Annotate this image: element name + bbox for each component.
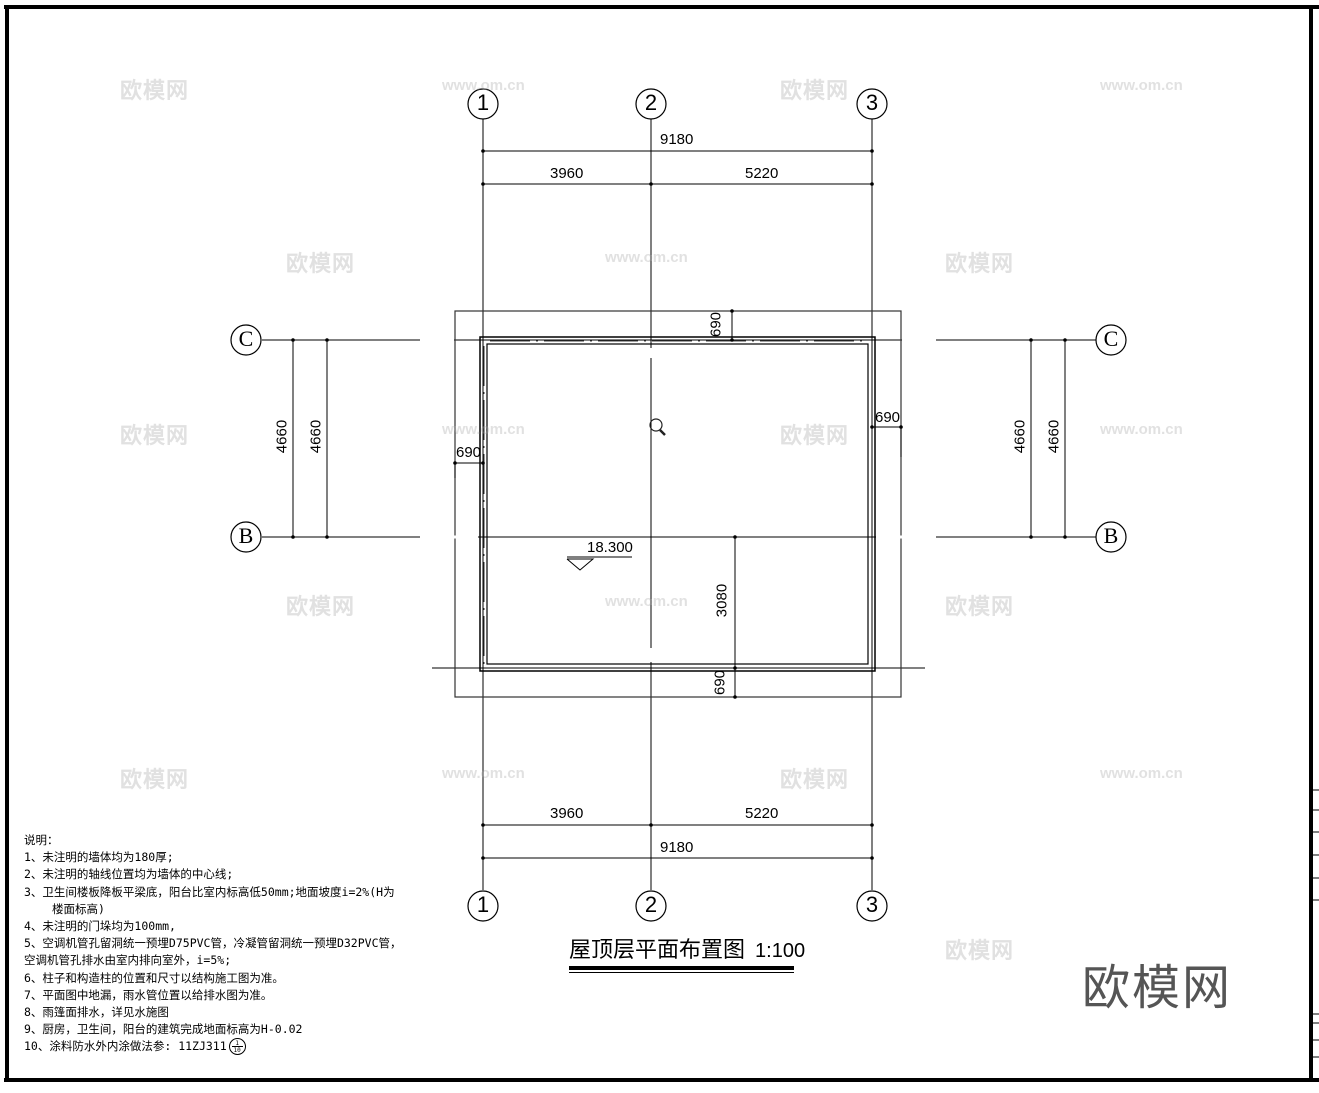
ref-bottom: 10 [233,1047,241,1055]
axis-label-3-top: 3 [865,90,879,115]
drawing-title: 屋顶层平面布置图 1:100 [569,932,805,964]
dim-right-outer: 4660 [1045,419,1063,454]
dim-top-span-1-2: 3960 [550,165,584,182]
dim-b-to-bottom-wall: 3080 [713,583,731,618]
title-underline-thick [569,966,794,970]
axis-bubbles-side [230,324,1127,553]
dim-left-outer: 4660 [273,419,291,454]
dimension-ticks [291,149,1067,860]
note-item: 2、未注明的轴线位置均为墙体的中心线; [24,867,234,882]
axis-label-3-bottom: 3 [865,892,879,917]
note-item: 空调机管孔排水由室内排向室外，i=5%; [24,953,232,968]
note-item: 6、柱子和构造柱的位置和尺寸以结构施工图为准。 [24,970,284,985]
note-item: 1、未注明的墙体均为180厚; [24,850,174,865]
general-notes: 说明： 1、未注明的墙体均为180厚; 2、未注明的轴线位置均为墙体的中心线; … [24,832,454,1056]
drawing-border [4,5,1319,1082]
note-item: 4、未注明的门垛均为100mm, [24,919,176,934]
axis-label-c-right: C [1103,326,1119,351]
parapet-inner [486,343,869,665]
axis-bubbles-top [467,88,888,120]
title-underline-thin [569,972,794,973]
axis-bubbles-bottom [467,890,888,922]
note-item: 3、卫生间楼板降板平梁底，阳台比室内标高低50mm;地面坡度i=2%(H为 [24,884,395,899]
dim-overhang-bottom: 690 [711,669,729,696]
dimension-lines [292,150,1066,859]
note-item-text: 10、涂料防水外内涂做法参: 11ZJ311 [24,1039,227,1054]
note-item: 7、平面图中地漏，雨水管位置以给排水图为准。 [24,987,273,1002]
dim-right-inner: 4660 [1011,419,1029,454]
note-item: 9、厨房，卫生间，阳台的建筑完成地面标高为H-0.02 [24,1022,303,1037]
wall-centerlines [483,340,873,669]
axis-label-1-top: 1 [476,90,490,115]
dim-overhang-right: 690 [875,409,901,426]
dim-top-span-2-3: 5220 [745,165,779,182]
dim-top-total: 9180 [660,131,694,148]
drawing-title-text: 屋顶层平面布置图 [569,938,746,963]
magnifier-icon [649,418,666,436]
parapet-outer [479,336,876,672]
elevation-symbol [566,556,632,571]
brand-logo: 欧模网 [1082,960,1233,1016]
axis-label-2-bottom: 2 [644,892,658,917]
drawing-scale: 1:100 [755,940,806,962]
dim-overhang-top: 690 [707,311,725,338]
elevation-value: 18.300 [587,539,633,556]
axis-label-b-left: B [238,523,254,548]
axis-label-b-right: B [1103,523,1119,548]
note-item: 8、雨篷面排水，详见水施图 [24,1005,169,1020]
dim-bottom-span-2-3: 5220 [745,805,779,822]
notes-heading: 说明： [24,833,59,847]
dim-bottom-span-1-2: 3960 [550,805,584,822]
note-item: 楼面标高) [52,901,105,916]
dim-overhang-left: 690 [456,444,482,461]
roof-overhang-outline [454,310,902,698]
axis-label-2-top: 2 [644,90,658,115]
axis-label-1-bottom: 1 [476,892,490,917]
dim-bottom-total: 9180 [660,839,694,856]
axis-lines [262,118,1096,890]
ref-top: 1 [235,1040,239,1048]
axis-label-c-left: C [238,326,254,351]
dim-left-inner: 4660 [307,419,325,454]
note-item: 5、空调机管孔留洞统一预埋D75PVC管，冷凝管留洞统一预埋D32PVC管， [24,936,402,951]
